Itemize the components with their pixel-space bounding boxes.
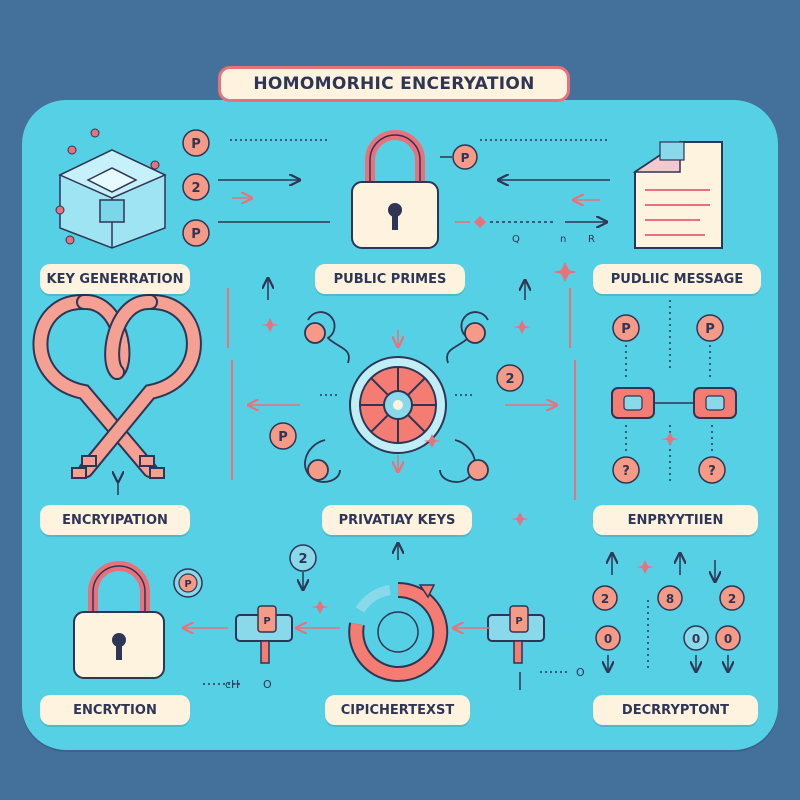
crossed-keys-icon — [32, 293, 202, 479]
flow-arrows — [250, 280, 555, 470]
decorative-dots — [55, 128, 160, 245]
label-private-keys: PRIVATIAY KEYS — [322, 505, 472, 535]
svg-text:cH: cH — [225, 678, 239, 691]
svg-text:P: P — [278, 430, 288, 445]
svg-text:8: 8 — [666, 592, 674, 606]
label-decryption: DECRRYPTONT — [593, 695, 758, 725]
badge-2: 2 — [592, 585, 618, 611]
svg-text:Q: Q — [512, 234, 520, 245]
diagram-title: HOMOMORHIC ENCERYATION — [218, 66, 570, 102]
key-card-icon: P — [487, 605, 545, 664]
label-encryption-bottom: ENCRYTION — [40, 695, 190, 725]
label-encryption-top: ENCRYIPATION — [40, 505, 190, 535]
badge-p: P — [612, 314, 640, 342]
badge-p: P — [182, 219, 210, 247]
label-public-message: PUDLIIC MESSAGE — [593, 264, 761, 294]
padlock-icon — [351, 130, 439, 249]
cube-icon — [58, 149, 167, 249]
badge-zero: 0 — [595, 625, 621, 651]
key-card-icon: P — [235, 605, 293, 664]
svg-text:2: 2 — [298, 552, 307, 567]
padlock-icon — [73, 561, 165, 679]
badge-zero: 0 — [683, 625, 709, 651]
svg-text:P: P — [515, 616, 522, 627]
encrypt-chip-icon — [611, 387, 737, 419]
svg-text:?: ? — [622, 464, 630, 479]
svg-text:P: P — [621, 322, 631, 337]
flow-arrows — [218, 139, 330, 223]
svg-text:P: P — [191, 227, 201, 242]
badge-question: ? — [698, 456, 726, 484]
badge-8: 8 — [657, 585, 683, 611]
key-swirl-icons — [304, 311, 489, 483]
badge-p: P — [696, 314, 724, 342]
flow-arrows — [625, 300, 713, 485]
badge-p: P — [452, 144, 478, 170]
svg-text:P: P — [705, 322, 715, 337]
svg-text:?: ? — [708, 464, 716, 479]
small-letters: Q n R — [512, 234, 595, 245]
badge-p: P — [182, 129, 210, 157]
label-ciphertext: CIPICHERTEXST — [325, 695, 470, 725]
badge-question: ? — [612, 456, 640, 484]
flow-arrows — [455, 139, 610, 228]
svg-text:2: 2 — [601, 592, 609, 606]
badge-2: 2 — [289, 544, 317, 572]
cipher-wheel-icon — [349, 356, 447, 454]
svg-text:0: 0 — [692, 632, 700, 646]
svg-text:2: 2 — [728, 592, 736, 606]
badge-2: 2 — [496, 364, 524, 392]
badge-p: P — [269, 422, 297, 450]
badge-zero: 0 — [715, 625, 741, 651]
svg-text:O: O — [263, 678, 272, 691]
flow-arrows — [185, 545, 570, 690]
svg-text:0: 0 — [604, 632, 612, 646]
flow-arrows — [608, 555, 728, 670]
svg-text:R: R — [588, 234, 595, 245]
small-letters: cH O O — [225, 666, 585, 691]
svg-text:P: P — [191, 137, 201, 152]
svg-text:P: P — [461, 151, 470, 165]
svg-text:O: O — [576, 666, 585, 679]
svg-text:0: 0 — [724, 632, 732, 646]
label-enprytien: ENPRYYTIIEN — [593, 505, 758, 535]
svg-text:P: P — [263, 616, 270, 627]
badge-2: 2 — [719, 585, 745, 611]
badge-2: 2 — [182, 173, 210, 201]
sparkle-icons — [261, 262, 679, 614]
section-dividers — [227, 288, 576, 500]
document-icon — [632, 140, 723, 249]
svg-text:n: n — [560, 234, 566, 245]
svg-text:P: P — [184, 579, 191, 590]
badge-p: P — [173, 568, 203, 598]
label-public-primes: PUBLIC PRIMES — [315, 264, 465, 294]
svg-text:2: 2 — [505, 372, 514, 387]
svg-text:2: 2 — [191, 181, 200, 196]
label-key-generation: KEY GENERRATION — [40, 264, 190, 294]
cycle-arrows-icon — [348, 581, 449, 682]
